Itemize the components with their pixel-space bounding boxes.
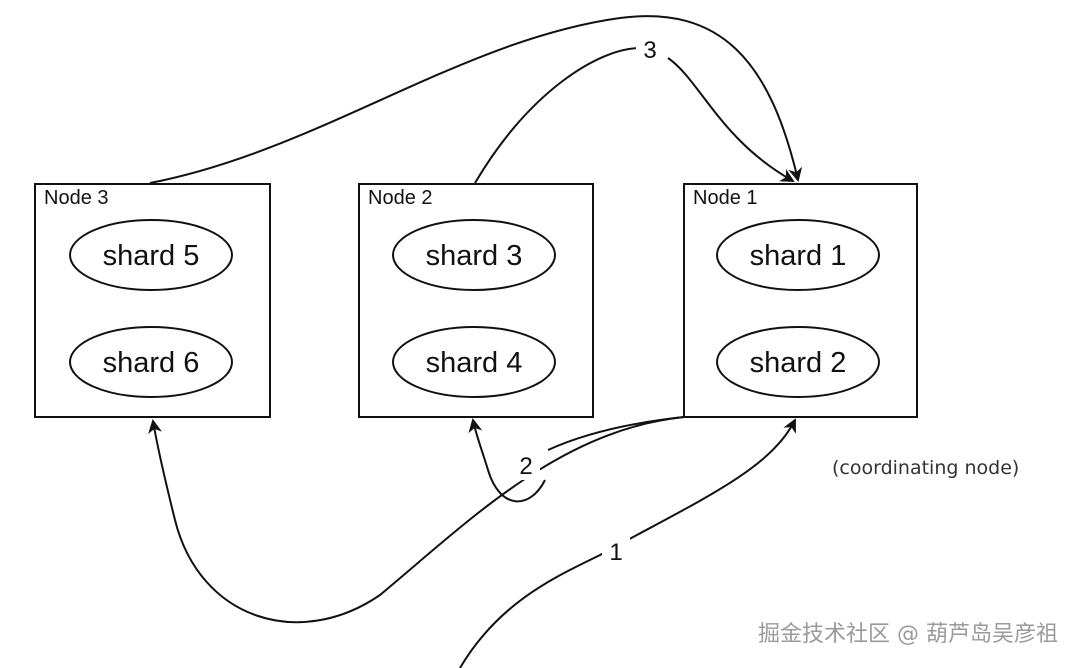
step-1-label: 1 (609, 539, 622, 566)
watermark-text: 掘金技术社区 @ 葫芦岛吴彦祖 (758, 622, 1058, 647)
shard-2-label: shard 2 (750, 347, 847, 379)
node-2: Node 2 shard 3 shard 4 (358, 183, 594, 418)
arrow-node3-to-node1 (149, 15, 803, 184)
step-labels: 3 2 1 (512, 34, 664, 566)
node-3: Node 3 shard 5 shard 6 (34, 183, 271, 418)
coordinating-node-note: (coordinating node) (832, 457, 1019, 479)
shard-1-label: shard 1 (750, 240, 847, 272)
shard-4-ellipse (392, 326, 556, 398)
shard-6-ellipse (69, 326, 233, 398)
shard-5-ellipse (69, 219, 233, 291)
shard-2-ellipse (716, 326, 880, 398)
arrow-node2-to-node1 (474, 47, 641, 184)
step-3-bg (636, 34, 664, 64)
shard-6-label: shard 6 (103, 347, 200, 379)
node-1: Node 1 shard 1 shard 2 (683, 183, 918, 418)
shard-1-ellipse (716, 219, 880, 291)
step-3-label: 3 (643, 37, 656, 64)
flow-arrows (148, 15, 803, 668)
arrow-node2-to-node1-tail (667, 57, 795, 182)
shard-4-label: shard 4 (426, 347, 523, 379)
node-2-label: Node 2 (368, 187, 433, 209)
shard-3-ellipse (392, 219, 556, 291)
step-1-bg (602, 536, 630, 566)
arrow-node1-to-node2 (547, 416, 685, 451)
arrow-client-to-node1 (459, 418, 796, 668)
arrow-node1-to-node2-tail (468, 418, 546, 503)
node-1-label: Node 1 (693, 187, 758, 209)
shard-3-label: shard 3 (426, 240, 523, 272)
shard-5-label: shard 5 (103, 240, 200, 272)
node-3-label: Node 3 (44, 187, 109, 209)
step-2-bg (512, 450, 540, 480)
step-2-label: 2 (519, 453, 532, 480)
arrow-node1-to-node3 (148, 416, 685, 624)
